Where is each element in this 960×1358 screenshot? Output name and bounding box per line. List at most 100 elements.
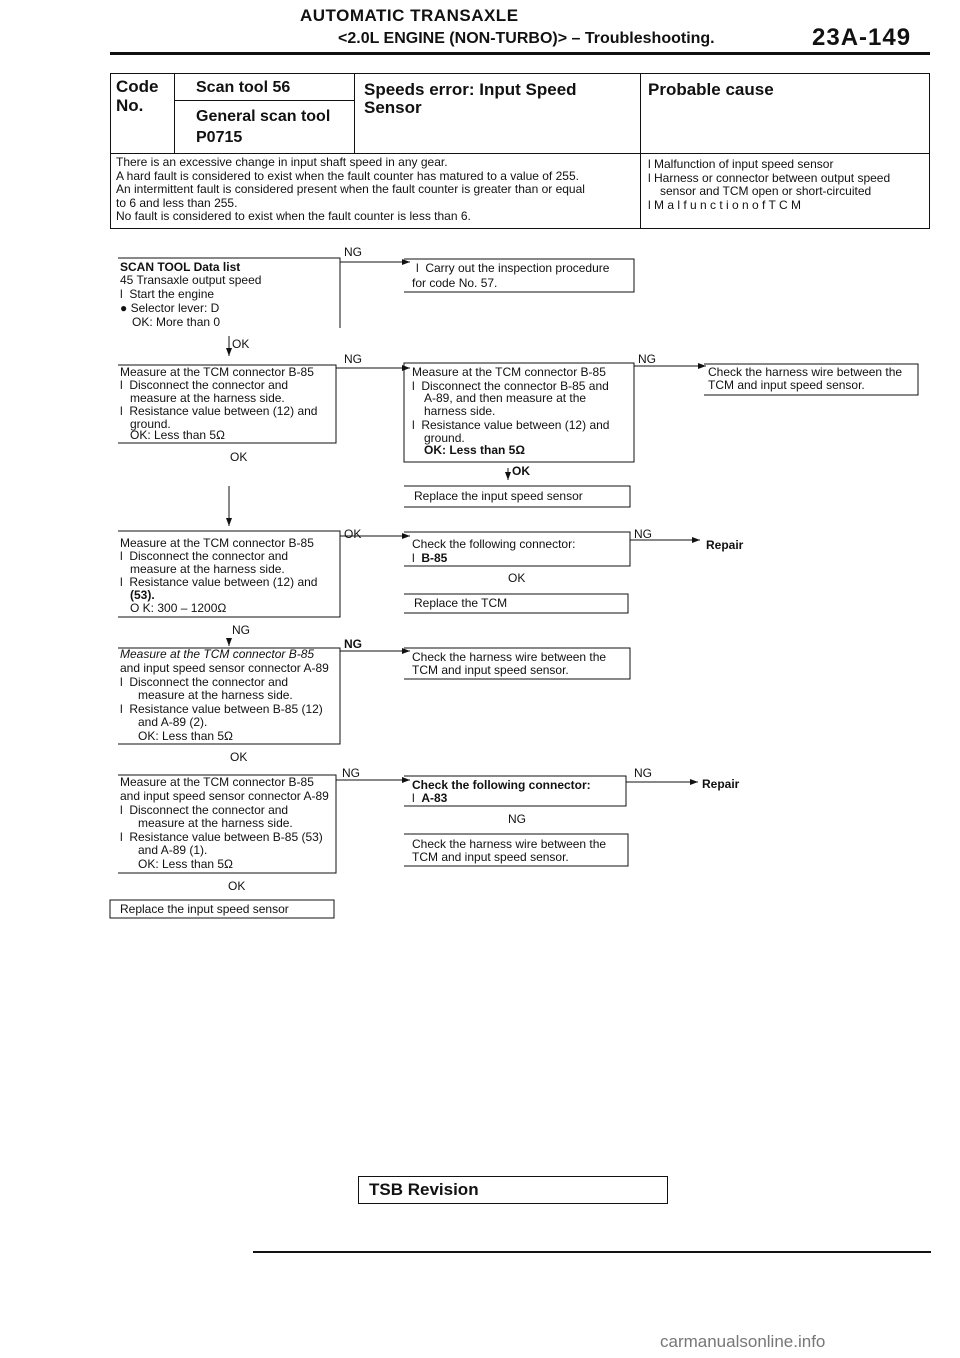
- tsb-revision-box: TSB Revision: [358, 1176, 668, 1204]
- box3-ok-line: Check the following connector:: [412, 537, 576, 551]
- ng-label: NG: [634, 766, 652, 780]
- box5-ok: OK: Less than 5Ω: [138, 857, 234, 871]
- box2-text: Resistance value between (12) and: [129, 404, 318, 418]
- box4-ok: OK: Less than 5Ω: [138, 729, 234, 743]
- cause-text: Malfunction of input speed sensor: [654, 157, 834, 171]
- bullet-icon: l: [120, 378, 130, 392]
- ok-label: OK: [228, 879, 246, 893]
- box4-line: l Disconnect the connector and: [120, 675, 288, 690]
- box3-line: Measure at the TCM connector B-85: [120, 536, 314, 550]
- bullet-icon: l: [120, 287, 130, 301]
- bullet-icon: l: [648, 170, 654, 185]
- box2-ng-text: Disconnect the connector B-85 and: [421, 379, 609, 393]
- repair-label: Repair: [702, 777, 740, 791]
- box1-ng-line: l Carry out the inspection procedure: [416, 261, 610, 276]
- probable-cause-label: Probable cause: [648, 80, 774, 99]
- box5-ng-ng-line: Check the harness wire between the: [412, 837, 607, 851]
- bullet-icon: l: [648, 197, 654, 212]
- box4-line: and A-89 (2).: [138, 715, 208, 729]
- bullet-icon: l: [412, 551, 422, 565]
- box2-ng-ng-line: Check the harness wire between the: [708, 365, 903, 379]
- bullet-icon: l: [120, 830, 130, 844]
- box1-line: l Start the engine: [120, 287, 215, 302]
- box3-line: l Disconnect the connector and: [120, 549, 289, 564]
- code-no-cell: [110, 73, 175, 153]
- ng-label: NG: [634, 527, 652, 541]
- box2-ng-ok: OK: Less than 5Ω: [424, 443, 525, 457]
- box2-line: Measure at the TCM connector B-85: [120, 365, 314, 379]
- box2-ok: OK: Less than 5Ω: [130, 428, 226, 442]
- description-line: to 6 and less than 255.: [116, 195, 238, 210]
- box1-text: Start the engine: [129, 287, 215, 301]
- cause-item: l M a l f u n c t i o n o f T C M: [648, 197, 928, 213]
- box2-ng-line: harness side.: [424, 404, 496, 418]
- box3-ok-line: l B-85: [412, 551, 447, 566]
- footer-rule: [253, 1251, 931, 1253]
- ng-label: NG: [342, 766, 360, 780]
- box5-ng-ng-line: TCM and input speed sensor.: [412, 850, 569, 864]
- cause-item: l Harness or connector between output sp…: [648, 170, 928, 186]
- description-line: There is an excessive change in input sh…: [116, 155, 448, 169]
- description-line: No fault is considered to exist when the…: [116, 209, 471, 223]
- bullet-icon: l: [648, 157, 654, 171]
- ok-label: OK: [230, 750, 248, 764]
- cause-text: M a l f u n c t i o n o f T C M: [654, 197, 801, 212]
- section-title: AUTOMATIC TRANSAXLE: [300, 6, 519, 25]
- ok-label: OK: [344, 527, 362, 541]
- header-rule: [110, 52, 930, 55]
- bullet-icon: l: [120, 575, 130, 589]
- repair-label: Repair: [706, 538, 744, 552]
- box3-line: (53).: [130, 588, 155, 602]
- box3-line: l Resistance value between (12) and: [120, 575, 318, 590]
- box1-text: Selector lever: D: [130, 301, 220, 315]
- box5-ng-text: A-83: [421, 791, 448, 805]
- box4-line: measure at the harness side.: [138, 688, 293, 702]
- fault-description: There is an excessive change in input sh…: [116, 155, 636, 224]
- ok-label: OK: [230, 450, 248, 464]
- ng-label: NG: [344, 352, 362, 366]
- cause-text: Harness or connector between output spee…: [654, 170, 891, 185]
- bullet-icon: l: [120, 404, 130, 418]
- box1-ok: OK: More than 0: [132, 315, 221, 329]
- ng-label: NG: [638, 352, 656, 366]
- bullet-icon: l: [120, 549, 130, 563]
- scan-tool-divider: [175, 100, 355, 101]
- box4-line: and input speed sensor connector A-89: [120, 661, 329, 675]
- code-label: Code: [116, 77, 159, 96]
- bullet-icon: l: [120, 803, 130, 817]
- bullet-icon: l: [120, 675, 130, 689]
- box2-line: ground.: [130, 417, 171, 431]
- bullet-icon: l: [412, 418, 422, 432]
- fault-title: Speeds error: Input Speed: [364, 80, 577, 99]
- box5-line: l Disconnect the connector and: [120, 803, 289, 818]
- box5-line: and input speed sensor connector A-89: [120, 789, 329, 803]
- box2-ng-ng-line: TCM and input speed sensor.: [708, 378, 865, 392]
- box5-text: Resistance value between B-85 (53): [129, 830, 323, 844]
- box2-ng-line: ground.: [424, 431, 465, 445]
- bullet-icon: l: [416, 261, 426, 275]
- cause-item: l Malfunction of input speed sensor: [648, 157, 928, 172]
- bullet-icon: l: [412, 791, 422, 805]
- box5-line: Measure at the TCM connector B-85: [120, 775, 314, 789]
- box4-line: Measure at the TCM connector B-85: [120, 647, 315, 661]
- description-line: An intermittent fault is considered pres…: [116, 182, 585, 196]
- box3-text: Disconnect the connector and: [129, 549, 289, 563]
- box1-line: 45 Transaxle output speed: [120, 273, 262, 287]
- description-line: A hard fault is considered to exist when…: [116, 168, 579, 183]
- watermark: carmanualsonline.info: [660, 1332, 826, 1351]
- no-label: No.: [116, 96, 144, 115]
- box1-ng-text: Carry out the inspection procedure: [425, 261, 610, 275]
- box2-ng-line: l Disconnect the connector B-85 and: [412, 379, 609, 394]
- ng-label: NG: [344, 245, 362, 259]
- ok-label: OK: [508, 571, 526, 585]
- box2-ng-line: l Resistance value between (12) and: [412, 418, 610, 433]
- scan-tool-label: Scan tool 56: [196, 79, 291, 96]
- box5-ng-line: l A-83: [412, 791, 448, 806]
- box3-text: Resistance value between (12) and: [129, 575, 318, 589]
- probable-cause-divider: [640, 73, 641, 153]
- description-box: [110, 153, 930, 229]
- box2-ng-text: Resistance value between (12) and: [421, 418, 610, 432]
- ok-label: OK: [232, 337, 250, 351]
- box5-text: Disconnect the connector and: [129, 803, 289, 817]
